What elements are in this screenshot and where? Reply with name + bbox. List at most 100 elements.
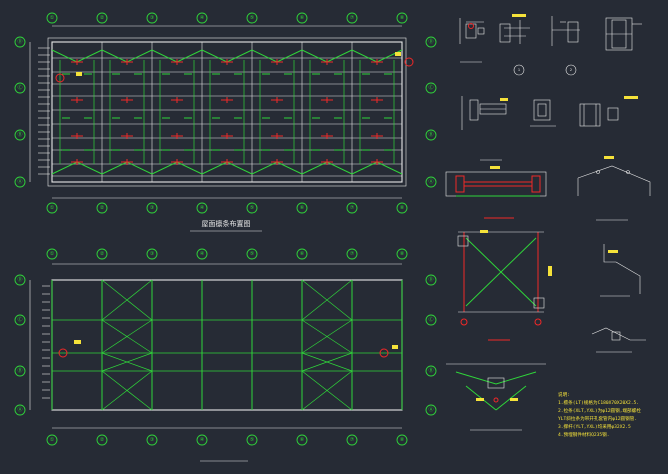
axis-row-top-label: ① [50,15,55,21]
roof-plan-tag-left [76,72,82,76]
detail-roof-slope-section [577,156,651,221]
axis-row-bottom-label: ⑧ [400,205,405,211]
axis-row-bottom-label: ② [100,205,105,211]
axis-row-bottom-label: ⑦ [350,437,355,443]
detail-purlin-support-a [459,18,485,63]
axis-row-bottom-label: ④ [200,205,205,211]
detail-cross-bracing-elevation [457,230,552,341]
axis-col-right-3: Ⓒ [425,82,437,94]
axis-row-top-7: ⑦ [346,12,358,24]
axis-row-bottom-1: ① [46,434,58,446]
detail-label-2: 2 [570,68,572,72]
axis-row-top-label: ④ [200,251,205,257]
notes-line-4: 3.撑杆(YLT,YXL)均采用φ32X2.5 [558,423,631,430]
axis-col-left-label: Ⓓ [17,38,22,45]
bracing-plan-marker-left [58,348,68,358]
axis-row-bottom-2: ② [96,202,108,214]
bracing-plan-grid [42,279,403,411]
axis-row-top-label: ⑥ [300,251,305,257]
roof-plan-section-marker-left [55,73,65,83]
axis-row-bottom-label: ⑦ [350,205,355,211]
axis-row-top-3: ③ [146,12,158,24]
detail-sections: 1 2 [445,14,651,431]
axis-col-right-1: Ⓐ [425,176,437,188]
axis-row-bottom-5: ⑤ [246,202,258,214]
notes-line-5: 4.预埋钢件材料Q235钢. [558,431,610,438]
detail-bracing-node: 2 [551,16,580,76]
design-notes: 说明: 1.檩条(LT)规格为C180X70X20X2.5. 2.拉条(XLT,… [558,391,641,438]
roof-plan-section-marker-right [404,57,414,67]
axis-row-bottom-label: ⑤ [250,437,255,443]
axis-row-top-2: ② [96,248,108,260]
axis-row-bottom-label: ① [50,437,55,443]
axis-row-bottom-label: ⑤ [250,205,255,211]
bracing-plan-outline [51,279,403,411]
axis-row-top-8: ⑧ [396,248,408,260]
axis-row-top-label: ⑦ [350,15,355,21]
axis-row-bottom-8: ⑧ [396,202,408,214]
axis-col-right-label: Ⓑ [428,367,433,374]
axis-row-bottom-label: ⑥ [300,205,305,211]
axis-row-top-5: ⑤ [246,248,258,260]
axis-row-top-4: ④ [196,248,208,260]
axis-col-left-label: Ⓑ [17,131,22,138]
detail-gutter-section [591,327,646,353]
axis-row-top-label: ③ [150,15,155,21]
axis-row-bottom-label: ③ [150,437,155,443]
axis-col-left-2: Ⓑ [14,129,26,141]
roof-plan-markers [62,59,392,165]
axis-row-bottom-8: ⑧ [396,434,408,446]
notes-line-3: YLT斜拉条为带开孔套管内φ12圆钢管. [558,415,637,422]
axis-col-left-1: Ⓐ [14,176,26,188]
bracing-plan-axis-col-left: Ⓐ Ⓑ Ⓒ Ⓓ [14,274,26,416]
axis-row-bottom-7: ⑦ [346,202,358,214]
detail-purlin-support-b: 1 [499,14,530,76]
axis-col-left-3: Ⓒ [14,314,26,326]
detail-column-section [605,17,642,51]
axis-row-bottom-label: ④ [200,437,205,443]
bracing-plan-tag-left [74,340,81,344]
axis-row-top-label: ① [50,251,55,257]
axis-col-left-4: Ⓓ [14,36,26,48]
roof-plan-wall-ticks [38,47,50,175]
axis-col-left-4: Ⓓ [14,274,26,286]
axis-row-bottom-4: ④ [196,202,208,214]
axis-col-right-3: Ⓒ [425,314,437,326]
axis-row-bottom-3: ③ [146,434,158,446]
axis-col-right-label: Ⓑ [428,131,433,138]
roof-plan-axis-row-bottom: ① ② ③ ④ ⑤ ⑥ ⑦ ⑧ [46,202,408,214]
axis-row-top-label: ② [100,15,105,21]
axis-col-right-4: Ⓓ [425,36,437,48]
axis-col-left-label: Ⓓ [17,276,22,283]
axis-row-top-2: ② [96,12,108,24]
axis-col-left-2: Ⓑ [14,365,26,377]
axis-row-top-label: ⑦ [350,251,355,257]
axis-row-top-4: ④ [196,12,208,24]
axis-row-top-7: ⑦ [346,248,358,260]
roof-plan-eave-line [47,37,407,187]
axis-col-right-label: Ⓒ [428,316,433,323]
axis-row-bottom-label: ③ [150,205,155,211]
axis-col-left-label: Ⓐ [17,406,22,413]
notes-line-2: 2.拉条(XLT,YXL)为φ12圆钢,端部螺栓 [558,407,641,414]
notes-line-1: 1.檩条(LT)规格为C180X70X20X2.5. [558,399,639,406]
bracing-plan-axis-row-top: ① ② ③ ④ ⑤ ⑥ ⑦ ⑧ [46,248,408,260]
detail-stiffener-plate [579,96,638,127]
axis-row-bottom-2: ② [96,434,108,446]
bracing-plan-axis-row-bottom: ① ② ③ ④ ⑤ ⑥ ⑦ ⑧ [46,434,408,446]
axis-col-right-1: Ⓐ [425,404,437,416]
axis-row-bottom-label: ⑥ [300,437,305,443]
axis-row-bottom-label: ① [50,205,55,211]
axis-row-top-6: ⑥ [296,248,308,260]
detail-tie-rod-plate [530,99,556,127]
axis-row-top-5: ⑤ [246,12,258,24]
axis-row-top-label: ③ [150,251,155,257]
axis-col-right-2: Ⓑ [425,129,437,141]
detail-purlin-connection [461,96,508,161]
axis-col-right-2: Ⓑ [425,365,437,377]
axis-col-left-label: Ⓒ [17,84,22,91]
axis-row-top-label: ② [100,251,105,257]
